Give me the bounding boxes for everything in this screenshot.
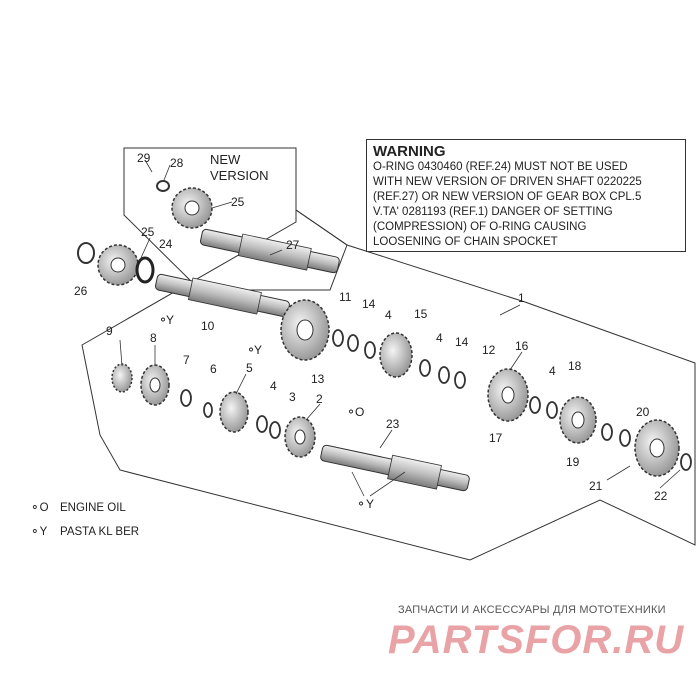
callout-1: 1 xyxy=(518,291,525,305)
callout-26: 26 xyxy=(74,284,88,298)
site-logo: PARTSFOR.RU xyxy=(388,618,685,662)
lube-mark-y1: Y xyxy=(166,313,174,327)
callout-4a: 4 xyxy=(270,379,277,393)
oil-drop-icon: ⚬ xyxy=(356,497,366,511)
sprocket-new xyxy=(171,187,213,229)
gear-5 xyxy=(219,391,249,433)
gear-16 xyxy=(487,368,529,422)
callout-20: 20 xyxy=(636,405,650,419)
oil-drop-icon: ⚬ xyxy=(346,405,356,419)
callout-24: 24 xyxy=(159,237,173,251)
assembly-outline xyxy=(81,209,696,561)
callout-25a: 25 xyxy=(231,195,245,209)
gear-2 xyxy=(284,416,316,458)
callout-18: 18 xyxy=(568,359,582,373)
warning-title: WARNING xyxy=(373,143,446,160)
callout-16: 16 xyxy=(515,339,529,353)
lube-markers: ⚬ Y ⚬ Y ⚬ O ⚬ Y xyxy=(158,313,406,511)
callout-2: 2 xyxy=(316,392,323,406)
callout-12: 12 xyxy=(482,343,496,357)
callout-4c: 4 xyxy=(436,331,443,345)
callout-13: 13 xyxy=(311,372,325,386)
callout-21: 21 xyxy=(589,479,603,493)
lube-mark-o: O xyxy=(355,405,364,419)
driven-shaft xyxy=(155,273,290,318)
main-shaft xyxy=(320,444,470,492)
callout-14b: 14 xyxy=(455,335,469,349)
leader-lines xyxy=(119,159,681,489)
callout-17: 17 xyxy=(489,431,503,445)
callout-19: 19 xyxy=(566,455,580,469)
callout-22: 22 xyxy=(654,489,668,503)
bushings-and-washers xyxy=(180,329,692,471)
oil-drop-icon: ⚬ xyxy=(246,343,256,357)
gear-9 xyxy=(111,363,133,393)
warning-box: WARNING O-RING 0430460 (REF.24) MUST NOT… xyxy=(366,139,686,252)
callout-3: 3 xyxy=(289,390,296,404)
gear-18 xyxy=(559,396,597,444)
callout-5: 5 xyxy=(246,361,253,375)
new-version-label: NEW VERSION xyxy=(210,152,269,183)
gear-21 xyxy=(634,419,680,477)
callout-9: 9 xyxy=(106,324,113,338)
gear-13 xyxy=(280,299,330,361)
footer-tagline: ЗАПЧАСТИ И АКСЕССУАРЫ ДЛЯ МОТОТЕХНИКИ xyxy=(398,604,666,616)
callout-29: 29 xyxy=(137,151,151,165)
legend-grease: ⚬Y PASTA KL BER xyxy=(30,524,139,538)
callout-14a: 14 xyxy=(362,297,376,311)
new-version-outline xyxy=(123,147,348,291)
callout-11: 11 xyxy=(339,290,352,304)
callout-7: 7 xyxy=(183,353,190,367)
lube-mark-y2: Y xyxy=(254,343,262,357)
sprocket xyxy=(97,244,139,286)
oil-drop-icon: ⚬ xyxy=(158,313,168,327)
callout-8: 8 xyxy=(150,331,157,345)
callout-10: 10 xyxy=(201,319,215,333)
gear-15 xyxy=(379,332,413,378)
callout-6: 6 xyxy=(210,362,217,376)
gear-8 xyxy=(140,364,170,406)
driven-shaft-new xyxy=(200,228,340,274)
warning-body: O-RING 0430460 (REF.24) MUST NOT BE USED… xyxy=(373,161,642,248)
callout-23: 23 xyxy=(386,417,400,431)
callout-25b: 25 xyxy=(141,225,155,239)
legend-label: PASTA KL BER xyxy=(60,526,140,538)
callout-4b: 4 xyxy=(385,308,392,322)
lube-mark-y3: Y xyxy=(366,497,374,511)
callout-15: 15 xyxy=(414,307,428,321)
callout-4d: 4 xyxy=(549,364,556,378)
callout-27: 27 xyxy=(286,238,300,252)
grease-drop-icon: ⚬Y xyxy=(30,526,48,538)
o-ring xyxy=(135,256,155,284)
legend-label: ENGINE OIL xyxy=(60,502,126,514)
oil-drop-icon: ⚬O xyxy=(30,502,49,514)
legend-engine-oil: ⚬O ENGINE OIL xyxy=(30,500,126,514)
callout-28: 28 xyxy=(170,156,184,170)
washer-26 xyxy=(77,242,95,264)
callout-numbers: 1 2 3 4 4 4 4 5 6 7 8 9 10 11 12 13 14 1… xyxy=(74,151,668,503)
washer-28 xyxy=(156,180,170,192)
